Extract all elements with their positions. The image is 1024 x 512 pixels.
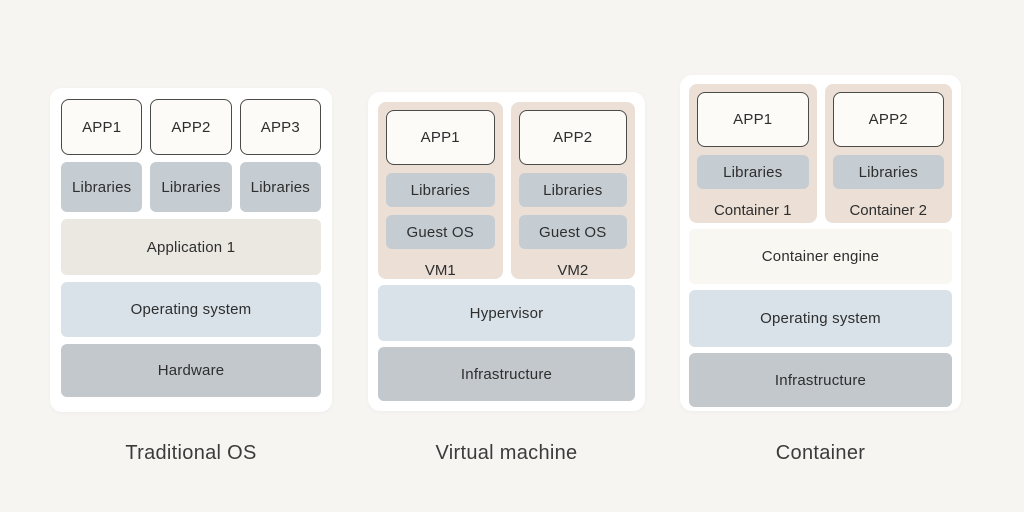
column-traditional-os: APP1 APP2 APP3 Libraries Libraries Libra…: [50, 88, 332, 412]
container-card-1: APP1 Libraries Container 1: [689, 84, 817, 223]
app-box: APP2: [518, 110, 627, 165]
app-box: APP1: [61, 99, 143, 155]
libraries-box: Libraries: [832, 155, 944, 189]
app-box: APP2: [832, 92, 944, 147]
libraries-box: Libraries: [239, 162, 321, 212]
layer-operating-system: Operating system: [61, 282, 321, 337]
vm-card-2: APP2 Libraries Guest OS VM2: [510, 102, 635, 279]
vm-row: APP1 Libraries Guest OS VM1 APP2 Librari…: [378, 102, 635, 279]
container-card-2: APP2 Libraries Container 2: [824, 84, 952, 223]
layer-application: Application 1: [61, 219, 321, 275]
column-title-traditional-os: Traditional OS: [125, 442, 257, 464]
layer-container-engine: Container engine: [689, 229, 952, 284]
app-box: APP1: [386, 110, 495, 165]
app-box: APP1: [697, 92, 809, 147]
container-name: Container 2: [849, 201, 928, 219]
libraries-box: Libraries: [150, 162, 232, 212]
layer-hypervisor: Hypervisor: [378, 285, 635, 341]
app-box: APP2: [150, 99, 232, 155]
libraries-box: Libraries: [697, 155, 809, 189]
libraries-row: Libraries Libraries Libraries: [61, 162, 321, 212]
guest-os-box: Guest OS: [518, 215, 627, 249]
layer-infrastructure: Infrastructure: [378, 347, 635, 401]
column-title-virtual-machine: Virtual machine: [435, 442, 578, 464]
app-box: APP3: [239, 99, 321, 155]
layer-operating-system: Operating system: [689, 290, 952, 347]
column-title-container: Container: [775, 442, 866, 464]
libraries-box: Libraries: [386, 173, 495, 207]
column-virtual-machine: APP1 Libraries Guest OS VM1 APP2 Librari…: [368, 92, 645, 411]
container-name: Container 1: [713, 201, 792, 219]
guest-os-box: Guest OS: [386, 215, 495, 249]
container-row: APP1 Libraries Container 1 APP2 Librarie…: [689, 84, 952, 223]
vm-card-1: APP1 Libraries Guest OS VM1: [378, 102, 503, 279]
libraries-box: Libraries: [518, 173, 627, 207]
libraries-box: Libraries: [61, 162, 143, 212]
layer-hardware: Hardware: [61, 344, 321, 397]
app-row: APP1 APP2 APP3: [61, 99, 321, 155]
vm-name: VM2: [557, 261, 589, 279]
vm-name: VM1: [424, 261, 456, 279]
column-container: APP1 Libraries Container 1 APP2 Librarie…: [680, 75, 961, 411]
layer-infrastructure: Infrastructure: [689, 353, 952, 407]
